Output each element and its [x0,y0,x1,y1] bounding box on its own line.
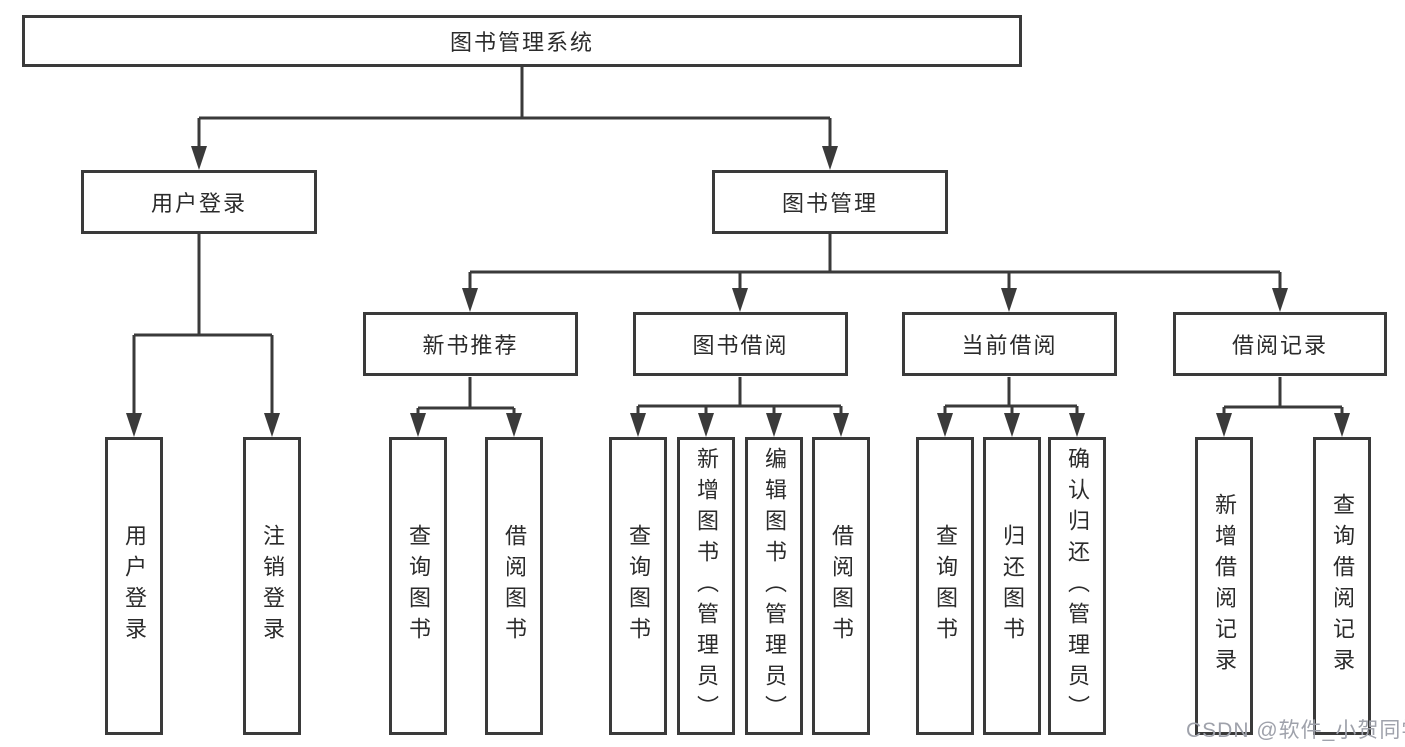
leaf-confirm-return-admin: 确认归还（管理员） [1048,437,1106,735]
node-borrow-records: 借阅记录 [1173,312,1387,376]
node-user-login: 用户登录 [81,170,317,234]
leaf-user-login: 用户登录 [105,437,163,735]
leaf-add-books-admin-label: 新增图书（管理员） [694,446,719,726]
watermark-text: CSDN @软件_小贺同学 [1186,719,1405,742]
leaf-borrow-books-recommend-label: 借阅图书 [502,524,527,648]
leaf-user-login-label: 用户登录 [122,524,147,648]
leaf-add-borrow-record-label: 新增借阅记录 [1212,493,1237,679]
node-book-management: 图书管理 [712,170,948,234]
node-root: 图书管理系统 [22,15,1022,67]
leaf-confirm-return-admin-label: 确认归还（管理员） [1065,446,1090,726]
leaf-query-books-current-label: 查询图书 [933,524,958,648]
leaf-query-books-borrow: 查询图书 [609,437,667,735]
node-book-management-label: 图书管理 [781,191,878,216]
leaf-edit-books-admin: 编辑图书（管理员） [745,437,803,735]
leaf-borrow-books: 借阅图书 [812,437,870,735]
leaf-query-borrow-record: 查询借阅记录 [1313,437,1371,735]
leaf-query-books-recommend-label: 查询图书 [406,524,431,648]
leaf-edit-books-admin-label: 编辑图书（管理员） [762,446,787,726]
leaf-logout-label: 注销登录 [260,524,285,648]
node-root-label: 图书管理系统 [449,30,594,55]
leaf-borrow-books-recommend: 借阅图书 [485,437,543,735]
leaf-query-books-borrow-label: 查询图书 [626,524,651,648]
node-user-login-label: 用户登录 [150,191,247,216]
leaf-query-books-current: 查询图书 [916,437,974,735]
node-book-borrow: 图书借阅 [633,312,848,376]
node-book-borrow-label: 图书借阅 [692,333,789,358]
leaf-query-borrow-record-label: 查询借阅记录 [1330,493,1355,679]
leaf-return-books-label: 归还图书 [1000,524,1025,648]
leaf-add-borrow-record: 新增借阅记录 [1195,437,1253,735]
node-current-borrow: 当前借阅 [902,312,1117,376]
node-new-book-recommend: 新书推荐 [363,312,578,376]
leaf-query-books-recommend: 查询图书 [389,437,447,735]
node-current-borrow-label: 当前借阅 [961,333,1058,358]
leaf-return-books: 归还图书 [983,437,1041,735]
node-borrow-records-label: 借阅记录 [1231,333,1328,358]
node-new-book-recommend-label: 新书推荐 [422,333,519,358]
leaf-add-books-admin: 新增图书（管理员） [677,437,735,735]
leaf-logout: 注销登录 [243,437,301,735]
leaf-borrow-books-label: 借阅图书 [829,524,854,648]
